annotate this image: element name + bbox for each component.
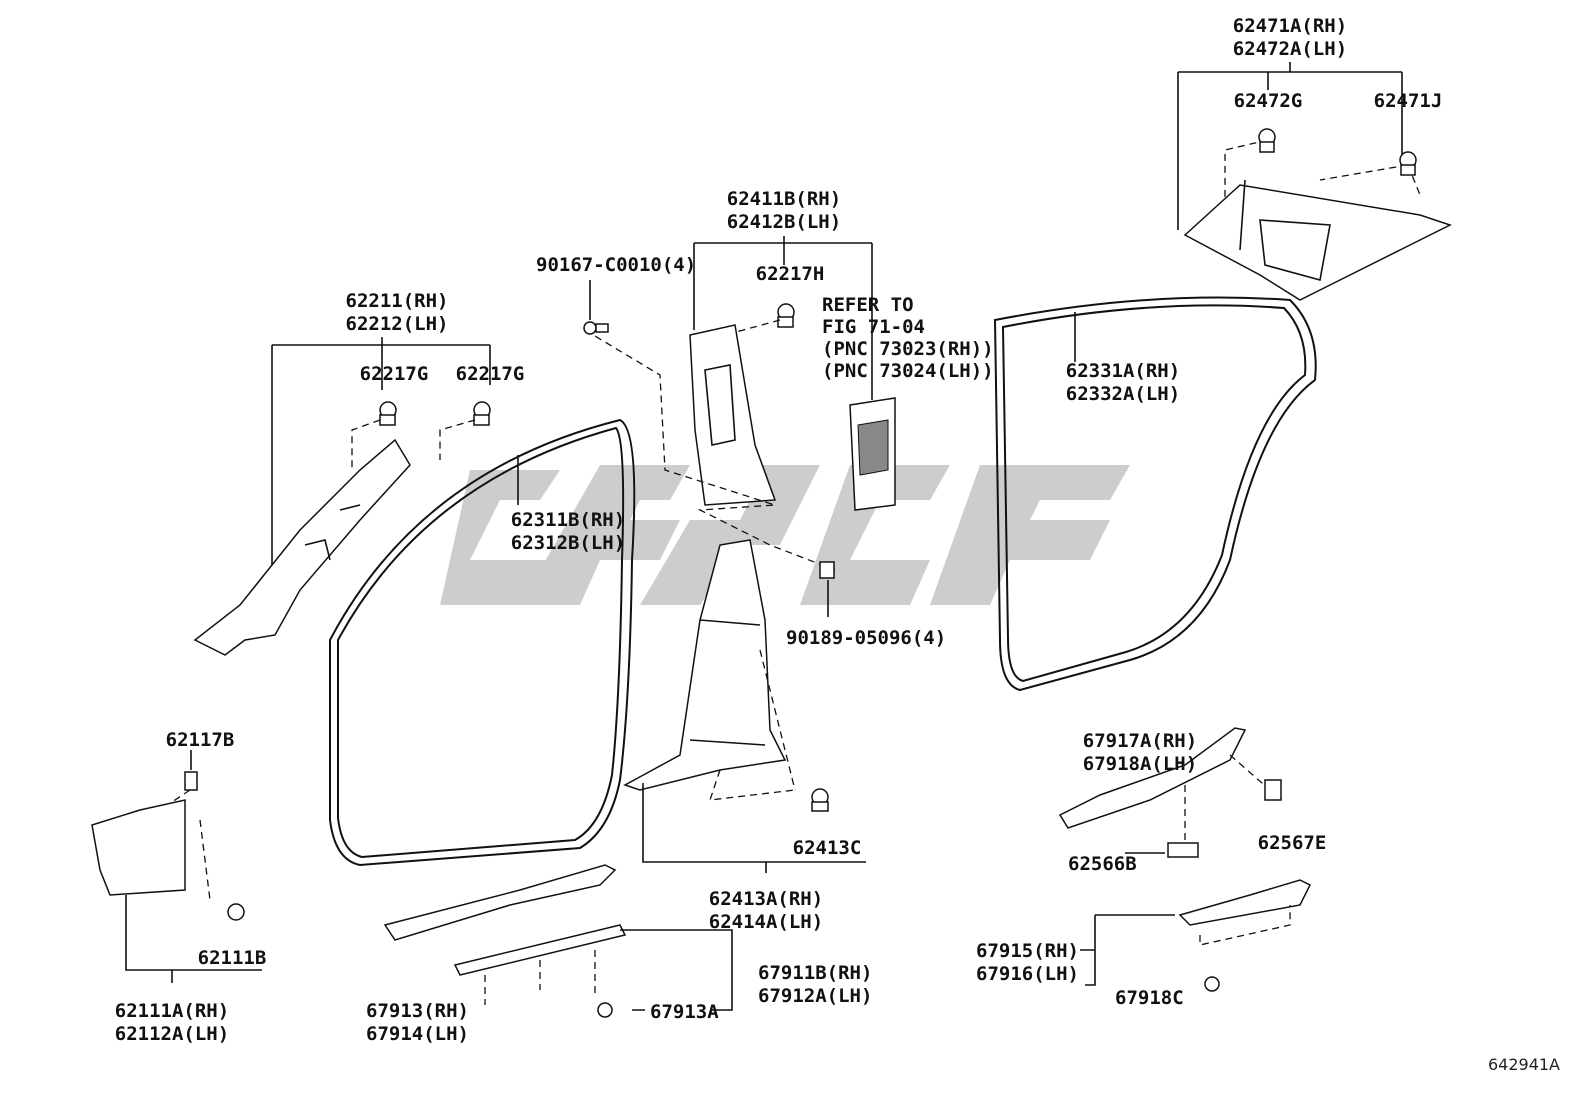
label-62111b: 62111B xyxy=(198,947,267,969)
clip-90189 xyxy=(819,561,835,579)
clip-62217g-a xyxy=(379,401,397,426)
label-62414a: 62414A(LH) xyxy=(709,911,823,933)
label-62112a: 62112A(LH) xyxy=(115,1023,229,1045)
label-62212: 62212(LH) xyxy=(346,313,449,335)
label-90167: 90167-C0010(4) xyxy=(536,254,696,276)
quarter-trim-panel xyxy=(1183,184,1452,301)
figure-reference: 642941A xyxy=(1488,1055,1560,1074)
rear-scuff-lower-group xyxy=(1080,879,1312,992)
label-90189: 90189-05096(4) xyxy=(786,627,946,649)
rear-scuff-group xyxy=(1058,727,1282,858)
label-67912a: 67912A(LH) xyxy=(758,985,872,1007)
front-door-scuff-plate xyxy=(383,864,617,941)
clip-62111b xyxy=(227,903,245,921)
kick-panel-trim xyxy=(91,799,186,896)
label-67918c: 67918C xyxy=(1115,987,1184,1009)
front-scuff-cover xyxy=(453,924,627,976)
center-pillar-upper-trim xyxy=(689,324,777,506)
label-62471a: 62471A(RH) xyxy=(1233,15,1347,37)
label-62312b: 62312B(LH) xyxy=(511,532,625,554)
clip-62471j xyxy=(1399,151,1417,176)
label-62111a: 62111A(RH) xyxy=(115,1000,229,1022)
label-62472a: 62472A(LH) xyxy=(1233,38,1347,60)
front-door-weatherstrip xyxy=(329,418,636,867)
label-62471j: 62471J xyxy=(1374,90,1443,112)
clip-62217h xyxy=(777,303,795,328)
label-62217g-a: 62217G xyxy=(360,363,429,385)
label-62412b: 62412B(LH) xyxy=(727,211,841,233)
clip-62567e xyxy=(1264,779,1282,801)
label-67914: 67914(LH) xyxy=(366,1023,469,1045)
label-62413c: 62413C xyxy=(793,837,862,859)
label-refer-4: (PNC 73024(LH)) xyxy=(822,360,994,382)
label-refer-3: (PNC 73023(RH)) xyxy=(822,338,994,360)
label-67916: 67916(LH) xyxy=(976,963,1079,985)
clip-62566b xyxy=(1167,842,1199,858)
label-62413a: 62413A(RH) xyxy=(709,888,823,910)
label-62331a: 62331A(RH) xyxy=(1066,360,1180,382)
clip-62472g xyxy=(1258,128,1276,153)
label-62472g: 62472G xyxy=(1234,90,1303,112)
rear-door-scuff-trim xyxy=(1058,727,1247,829)
label-refer-2: FIG 71-04 xyxy=(822,316,925,338)
label-62411b: 62411B(RH) xyxy=(727,188,841,210)
label-refer-1: REFER TO xyxy=(822,294,914,316)
label-67911b: 67911B(RH) xyxy=(758,962,872,984)
label-67913: 67913(RH) xyxy=(366,1000,469,1022)
bolt-90167 xyxy=(583,321,609,335)
label-67915: 67915(RH) xyxy=(976,940,1079,962)
kick-panel-group xyxy=(91,750,262,983)
clip-62117b xyxy=(184,771,198,791)
center-pillar-upper-group xyxy=(583,236,873,571)
seatbelt-ref-group xyxy=(849,380,896,511)
label-62217h: 62217H xyxy=(756,263,825,285)
front-pillar-group xyxy=(193,337,491,656)
label-67917a: 67917A(RH) xyxy=(1083,730,1197,752)
label-62566b: 62566B xyxy=(1068,853,1137,875)
clip-67918c xyxy=(1204,976,1220,992)
front-scuff-group xyxy=(383,864,733,1018)
label-62311b: 62311B(RH) xyxy=(511,509,625,531)
clip-62217g-b xyxy=(473,401,491,426)
label-67913a: 67913A xyxy=(650,1001,719,1023)
label-67918a: 67918A(LH) xyxy=(1083,753,1197,775)
clip-62413c xyxy=(811,788,829,812)
front-pillar-trim xyxy=(193,438,411,656)
clip-67913a xyxy=(597,1002,613,1018)
rear-door-weatherstrip xyxy=(993,296,1317,692)
label-62211: 62211(RH) xyxy=(346,290,449,312)
rear-door-scuff-plate xyxy=(1178,879,1312,926)
center-pillar-lower-trim xyxy=(623,539,787,791)
label-62217g-b: 62217G xyxy=(456,363,525,385)
quarter-trim-group xyxy=(1177,62,1452,301)
label-62567e: 62567E xyxy=(1258,832,1327,854)
center-pillar-lower-group xyxy=(623,539,866,873)
label-62332a: 62332A(LH) xyxy=(1066,383,1180,405)
label-62117b: 62117B xyxy=(166,729,235,751)
